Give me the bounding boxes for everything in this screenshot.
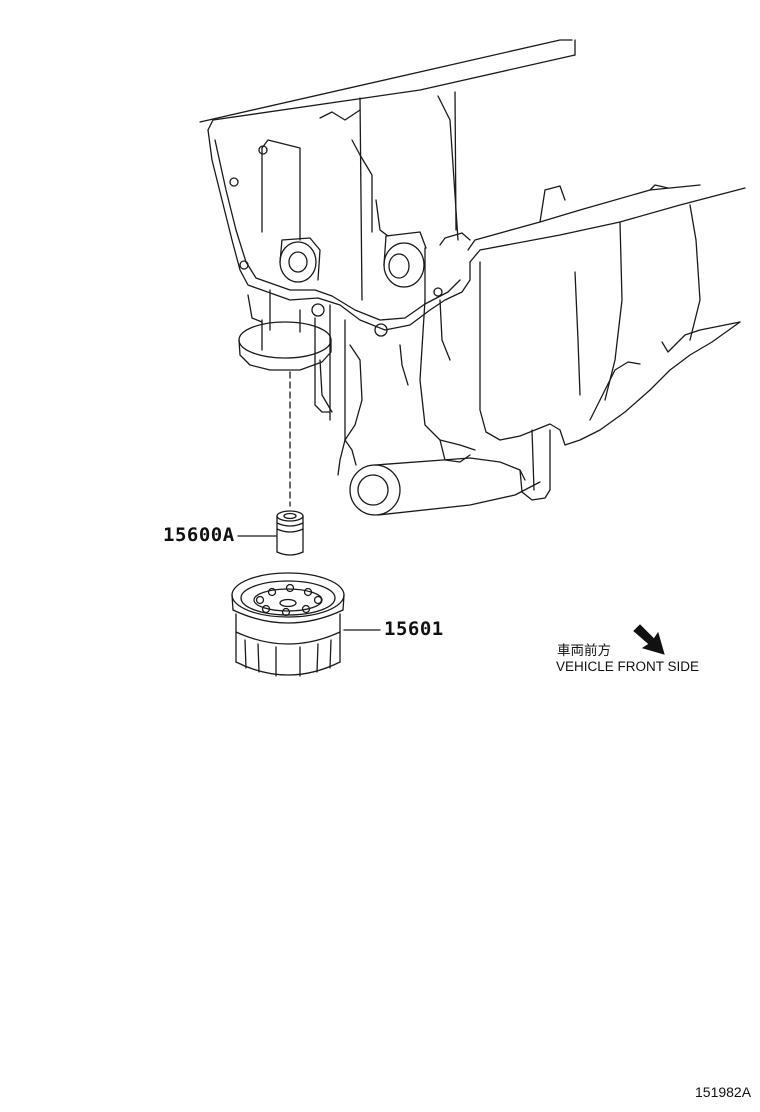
figure-number: 151982A [695,1084,752,1100]
union-bolt-drawing [276,510,304,556]
vehicle-front-label-en: VEHICLE FRONT SIDE [556,659,700,674]
front-direction-arrow-icon [633,624,665,655]
part-number-15601[interactable]: 15601 [384,618,444,640]
vehicle-front-label-jp: 車両前方 [557,643,611,658]
part-number-15600A[interactable]: 15600A [163,524,235,546]
oil-filter-drawing [231,572,345,677]
engine-block-drawing [199,39,746,516]
